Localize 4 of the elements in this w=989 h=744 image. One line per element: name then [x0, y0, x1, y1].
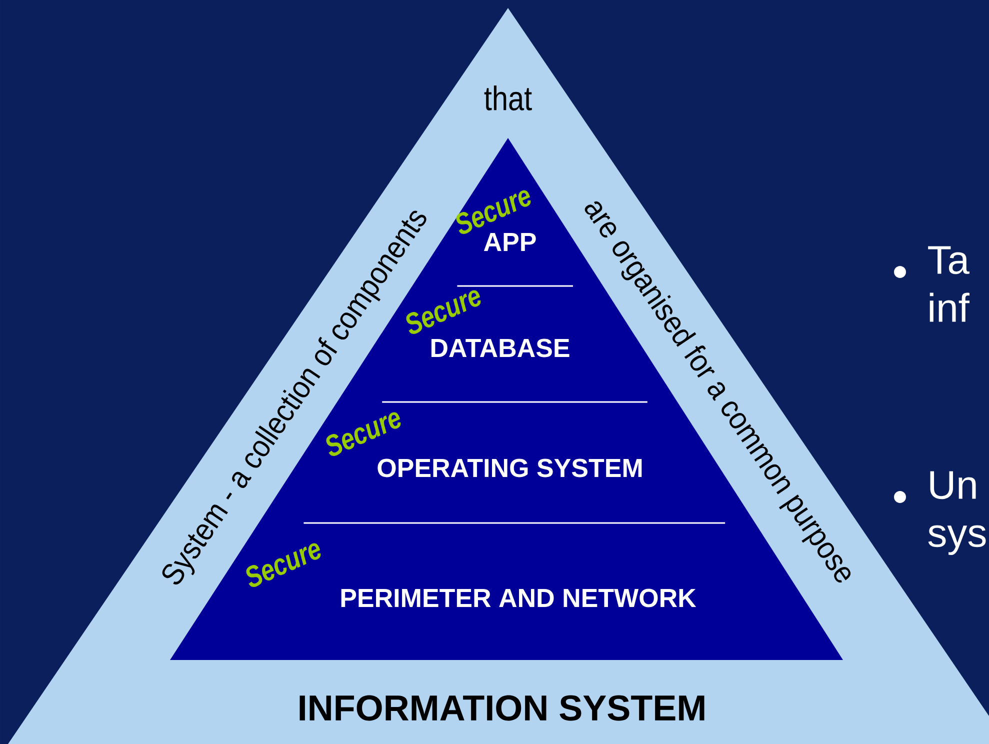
triangle-title: INFORMATION SYSTEM [300, 695, 704, 721]
band-text: that [484, 86, 532, 110]
bullet-text: Un sys [894, 471, 986, 555]
bullet-text: Ta inf [894, 246, 970, 322]
